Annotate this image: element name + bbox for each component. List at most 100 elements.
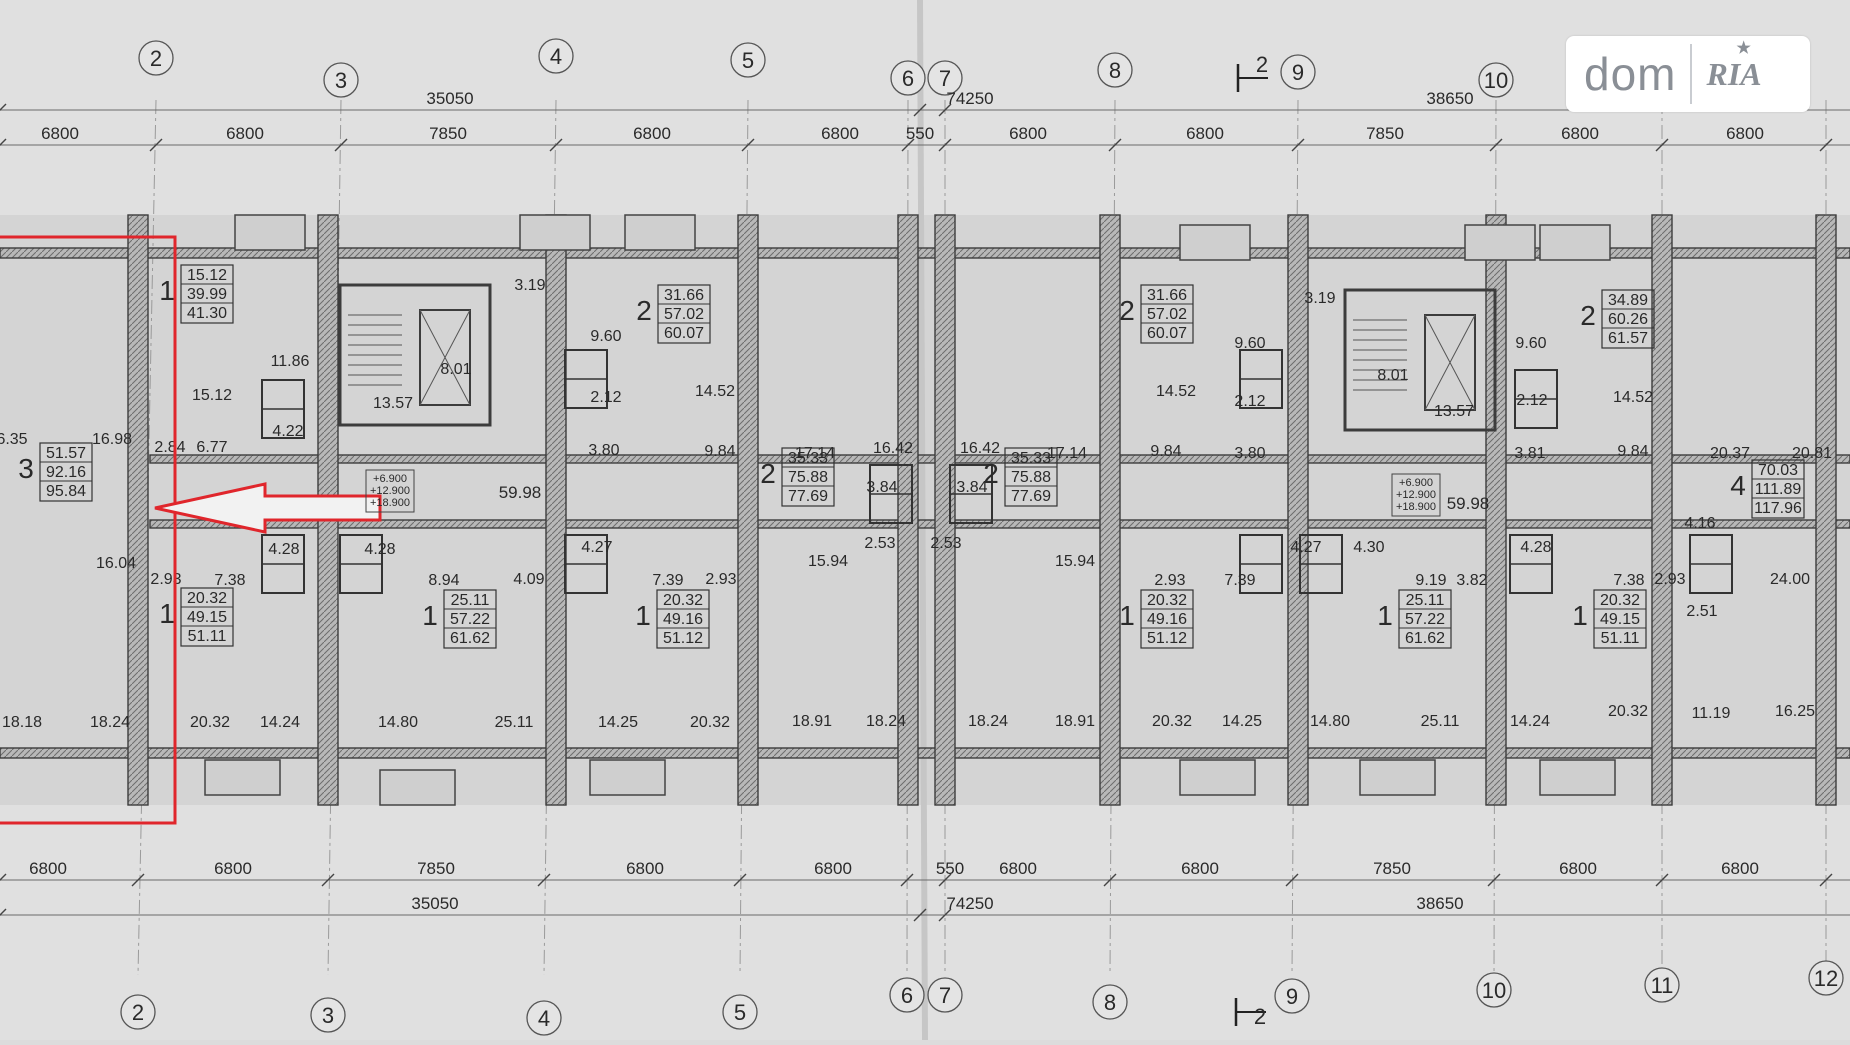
dimension-bay: 550: [906, 124, 934, 143]
axis-label: 9: [1292, 60, 1304, 85]
apartment-gross-area: 51.12: [1147, 630, 1187, 647]
room-area: 11.86: [271, 353, 310, 370]
dimension-tick: [938, 138, 952, 152]
dimension-overall: 35050: [411, 894, 458, 913]
dimension-tick: [1819, 138, 1833, 152]
elevator-shaft: [1424, 314, 1476, 411]
apartment-gross-area: 61.57: [1608, 330, 1648, 347]
apartment-gross-area: 117.96: [1754, 500, 1802, 517]
apartment-rooms: 2: [636, 295, 652, 326]
axis-label: 10: [1484, 68, 1508, 93]
room-area: 3.84: [866, 479, 897, 496]
apartment-living-area: 35.33: [1011, 450, 1051, 467]
apartment-rooms: 4: [1730, 470, 1746, 501]
room-area: 2.93: [1154, 572, 1185, 589]
room-area: 20.32: [1608, 703, 1648, 720]
room-area: 14.52: [1156, 383, 1196, 400]
cross-wall: [1287, 214, 1309, 806]
axis-bubble: [1097, 52, 1133, 88]
axis-label: 9: [1286, 984, 1298, 1009]
apartment-total-area: 49.16: [663, 611, 703, 628]
apartment-gross-area: 51.11: [1601, 630, 1640, 647]
cross-wall: [1651, 214, 1673, 806]
apartment-label-box: [657, 284, 711, 344]
cross-wall: [1099, 214, 1121, 806]
axis-bubble: [538, 38, 574, 74]
apartment-label-box: [39, 442, 93, 502]
dimension-overall: 74250: [946, 894, 993, 913]
apartment-rooms: 1: [422, 600, 438, 631]
apartment-total-area: 75.88: [1011, 469, 1051, 486]
axis-bubble: [927, 60, 963, 96]
dimension-bay: 6800: [1559, 859, 1597, 878]
dimension-overall: 74250: [946, 89, 993, 108]
dimension-tick: [913, 908, 927, 922]
apartment-rooms: 1: [159, 598, 175, 629]
stair-core: [338, 283, 492, 427]
room-area: 18.18: [2, 714, 42, 731]
axis-bubble: [889, 977, 925, 1013]
watermark-partner-logo: ★RIA: [1706, 39, 1762, 92]
room-area: 25.11: [495, 714, 534, 731]
dimension-tick: [733, 873, 747, 887]
room-area: 14.25: [1222, 713, 1262, 730]
dimension-tick: [1103, 873, 1117, 887]
stair-core: [1343, 288, 1497, 432]
axis-bubble: [1092, 984, 1128, 1020]
room-area: 20.32: [690, 714, 730, 731]
dimension-bay: 550: [936, 859, 964, 878]
dimension-bay: 6800: [626, 859, 664, 878]
section-cut-mark: 2: [1234, 998, 1266, 1029]
room-area: 25.11: [1421, 713, 1460, 730]
dimension-bay: 6800: [29, 859, 67, 878]
axis-bubble: [323, 62, 359, 98]
apartment-rooms: 1: [1572, 600, 1588, 631]
dimension-bay: 6800: [1561, 124, 1599, 143]
apartment-gross-area: 77.69: [1011, 488, 1051, 505]
apartment-living-area: 25.11: [1406, 592, 1445, 609]
room-area: 9.60: [1515, 335, 1546, 352]
balcony: [589, 759, 666, 796]
axis-label: 12: [1814, 966, 1838, 991]
room-area: 9.84: [1617, 443, 1648, 460]
apartment-total-area: 49.16: [1147, 611, 1187, 628]
axis-label: 4: [550, 44, 562, 69]
balcony: [624, 214, 696, 251]
apartment-total-area: 39.99: [187, 286, 227, 303]
room-area: 7.38: [214, 572, 245, 589]
dimension-bay: 6800: [214, 859, 252, 878]
room-area: 9.19: [1415, 572, 1446, 589]
axis-label: 2: [150, 46, 162, 71]
section-cut-label: 2: [1254, 1004, 1266, 1029]
apartment-label-box: [1140, 284, 1194, 344]
apartment-gross-area: 60.07: [1147, 325, 1187, 342]
room-area: 14.80: [1310, 713, 1350, 730]
axis-bubble: [1478, 62, 1514, 98]
balcony: [379, 769, 456, 806]
axis-bubble: [1274, 978, 1310, 1014]
room-area: 16.04: [96, 555, 136, 572]
dimension-tick: [0, 103, 7, 111]
dimension-bay: 6800: [1721, 859, 1759, 878]
balcony: [1539, 759, 1616, 796]
apartment-total-area: 49.15: [187, 609, 227, 626]
dimension-bay: 7850: [429, 124, 467, 143]
dimension-tick: [1291, 138, 1305, 152]
dimension-tick: [1285, 873, 1299, 887]
room-area: 14.80: [378, 714, 418, 731]
apartment-label-box: [180, 264, 234, 324]
apartment-label-box: [180, 587, 234, 647]
room-area: 3.82: [1456, 572, 1487, 589]
apartment-gross-area: 41.30: [187, 305, 227, 322]
balcony: [1179, 759, 1256, 796]
room-area: 20.32: [1152, 713, 1192, 730]
axis-label: 7: [939, 66, 951, 91]
dimension-tick: [1487, 873, 1501, 887]
elevation-mark: +6.900+12.900+18.900: [1391, 473, 1441, 517]
dimension-tick: [1655, 873, 1669, 887]
room-area: 2.53: [930, 535, 961, 552]
